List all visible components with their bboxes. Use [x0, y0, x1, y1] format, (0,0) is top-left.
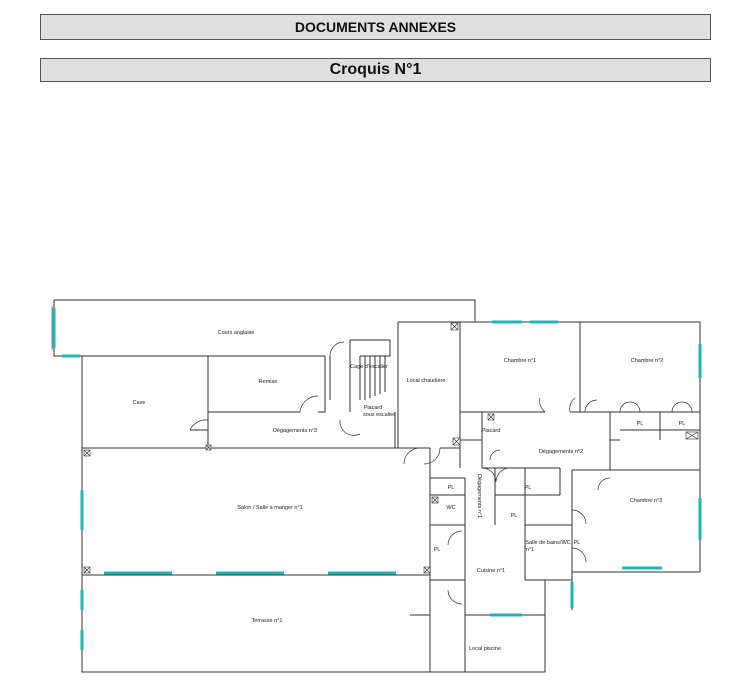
label-cage-escalier: Cage d'escalier [350, 364, 388, 370]
label-chambre-1: Chambre n°1 [504, 358, 536, 364]
label-pl-4: PL [525, 485, 532, 491]
label-cuisine: Cuisine n°1 [477, 568, 505, 574]
doors [189, 341, 693, 605]
marker-3 [487, 413, 495, 421]
marker-1 [450, 322, 459, 331]
label-salon: Salon / Salle à manger n°1 [237, 505, 303, 511]
label-wc: WC [446, 505, 455, 511]
label-pl-6: PL [574, 540, 581, 546]
marker-5 [83, 566, 91, 574]
label-pl-7: PL [434, 547, 441, 553]
label-degagements-2: Dégagements n°2 [539, 449, 583, 455]
marker-2 [452, 437, 461, 446]
marker-7 [431, 496, 439, 504]
label-salle-bains-2: n°1 [526, 547, 534, 553]
marker-9 [205, 444, 212, 451]
label-pl-5: PL [511, 513, 518, 519]
windows [51, 306, 702, 650]
label-placard: Placard [482, 428, 501, 434]
markers [83, 322, 699, 574]
label-local-chaudiere: Local chaudière [407, 378, 446, 384]
label-salle-bains-1: Salle de bains/WC [525, 540, 570, 546]
label-cave: Cave [133, 400, 146, 406]
marker-4 [83, 449, 91, 457]
label-terrasse: Terrasse n°1 [252, 618, 283, 624]
label-cours-anglaise: Cours anglaise [218, 330, 255, 336]
label-chambre-2: Chambre n°2 [631, 358, 663, 364]
label-degagements-1: Dégagements n°1 [476, 474, 482, 518]
label-pl-2: PL [679, 421, 686, 427]
room-labels: Cours anglaise Cage d'escalier Remise Ca… [133, 330, 686, 652]
document-title: DOCUMENTS ANNEXES [40, 14, 711, 40]
sketch-title: Croquis N°1 [40, 58, 711, 82]
label-pl-3: PL [448, 485, 455, 491]
walls [53, 299, 701, 673]
label-pl-1: PL [637, 421, 644, 427]
label-local-piscine: Local piscine [469, 646, 501, 652]
label-remise: Remise [259, 379, 278, 385]
marker-8 [685, 431, 699, 440]
label-placard-escalier-2: sous escalier [363, 412, 395, 418]
label-chambre-3: Chambre n°3 [630, 498, 662, 504]
marker-6 [423, 566, 431, 574]
label-placard-escalier-1: Placard [364, 405, 383, 411]
label-degagements-3: Dégagements n°3 [273, 428, 317, 434]
